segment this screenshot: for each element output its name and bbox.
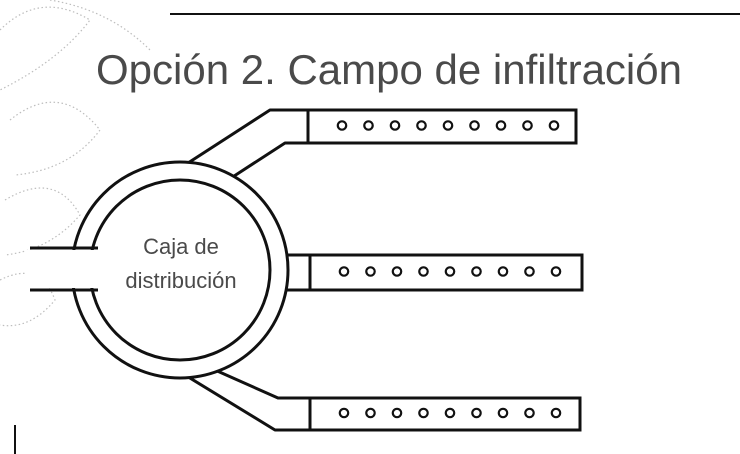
perforation-hole: [442, 120, 454, 131]
perforation-hole: [522, 120, 533, 131]
perforation-hole: [548, 120, 560, 131]
perforation-hole: [338, 266, 350, 277]
trench-pipe: [306, 108, 578, 145]
distribution-box: Caja de distribución: [26, 160, 290, 380]
trench-bottom: [308, 396, 582, 432]
frame: [14, 13, 740, 454]
trench-top: [306, 108, 578, 145]
perforation-hole: [495, 120, 507, 131]
perforation-hole: [418, 407, 429, 419]
perforation-hole: [550, 407, 562, 419]
perforation-hole: [336, 120, 348, 131]
perforation-hole: [418, 266, 429, 277]
diagram-title: Opción 2. Campo de infiltración: [96, 46, 682, 93]
perforation-hole: [365, 407, 376, 419]
trenches: [306, 108, 584, 432]
perforation-hole: [444, 266, 456, 277]
perforation-hole: [365, 266, 376, 277]
perforation-hole: [550, 266, 562, 277]
perforation-hole: [469, 120, 480, 131]
connector-top: [187, 108, 310, 182]
perforation-hole: [471, 266, 482, 277]
perforation-hole: [363, 120, 374, 131]
connector-bottom: [184, 368, 312, 432]
perforation-hole: [416, 120, 427, 131]
perforation-hole: [471, 407, 482, 419]
perforation-hole: [389, 120, 401, 131]
distribution-box-label-line1: Caja de: [143, 234, 219, 259]
perforation-hole: [338, 407, 350, 419]
trench-middle: [308, 253, 584, 292]
perforation-hole: [524, 407, 535, 419]
perforation-hole: [524, 266, 535, 277]
perforation-hole: [444, 407, 456, 419]
perforation-hole: [391, 266, 403, 277]
distribution-box-label-line2: distribución: [125, 268, 236, 293]
perforation-hole: [391, 407, 403, 419]
perforation-hole: [497, 407, 509, 419]
perforation-hole: [497, 266, 509, 277]
